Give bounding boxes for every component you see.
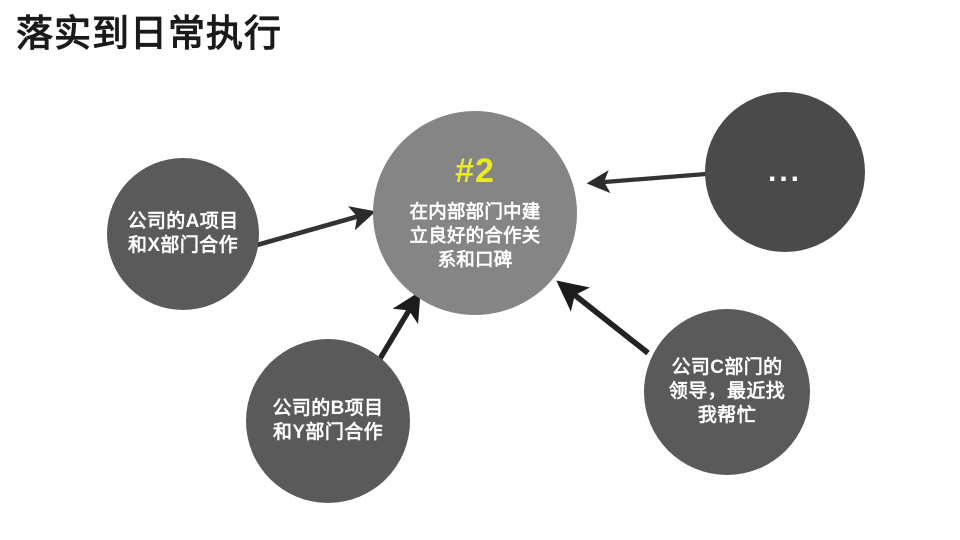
arrow-project-a-to-center	[256, 206, 376, 248]
arrow-dept-c-to-center	[556, 280, 650, 356]
diagram-node-project-a-label: 公司的A项目 和X部门合作	[127, 211, 239, 256]
diagram-node-dept-c-leader-label: 公司C部门的 领导，最近找 我帮忙	[668, 357, 786, 426]
diagram-node-project-a[interactable]: 公司的A项目 和X部门合作	[107, 158, 259, 310]
diagram-node-project-b[interactable]: 公司的B项目 和Y部门合作	[246, 339, 410, 503]
diagram-node-project-b-label: 公司的B项目 和Y部门合作	[272, 398, 384, 443]
page-title: 落实到日常执行	[16, 13, 282, 54]
diagram-node-more-label: ...	[767, 155, 802, 188]
diagram-node-dept-c-leader[interactable]: 公司C部门的 领导，最近找 我帮忙	[644, 309, 810, 475]
arrow-more-to-center	[586, 170, 707, 194]
diagram-node-center-badge: #2	[455, 151, 495, 190]
arrow-project-b-to-center	[375, 290, 421, 364]
diagram-node-center-label: 在内部部门中建 立良好的合作关 系和口碑	[409, 200, 541, 271]
diagram-node-center[interactable]: #2 在内部部门中建 立良好的合作关 系和口碑	[373, 111, 577, 315]
diagram-node-more[interactable]: ...	[705, 92, 865, 252]
